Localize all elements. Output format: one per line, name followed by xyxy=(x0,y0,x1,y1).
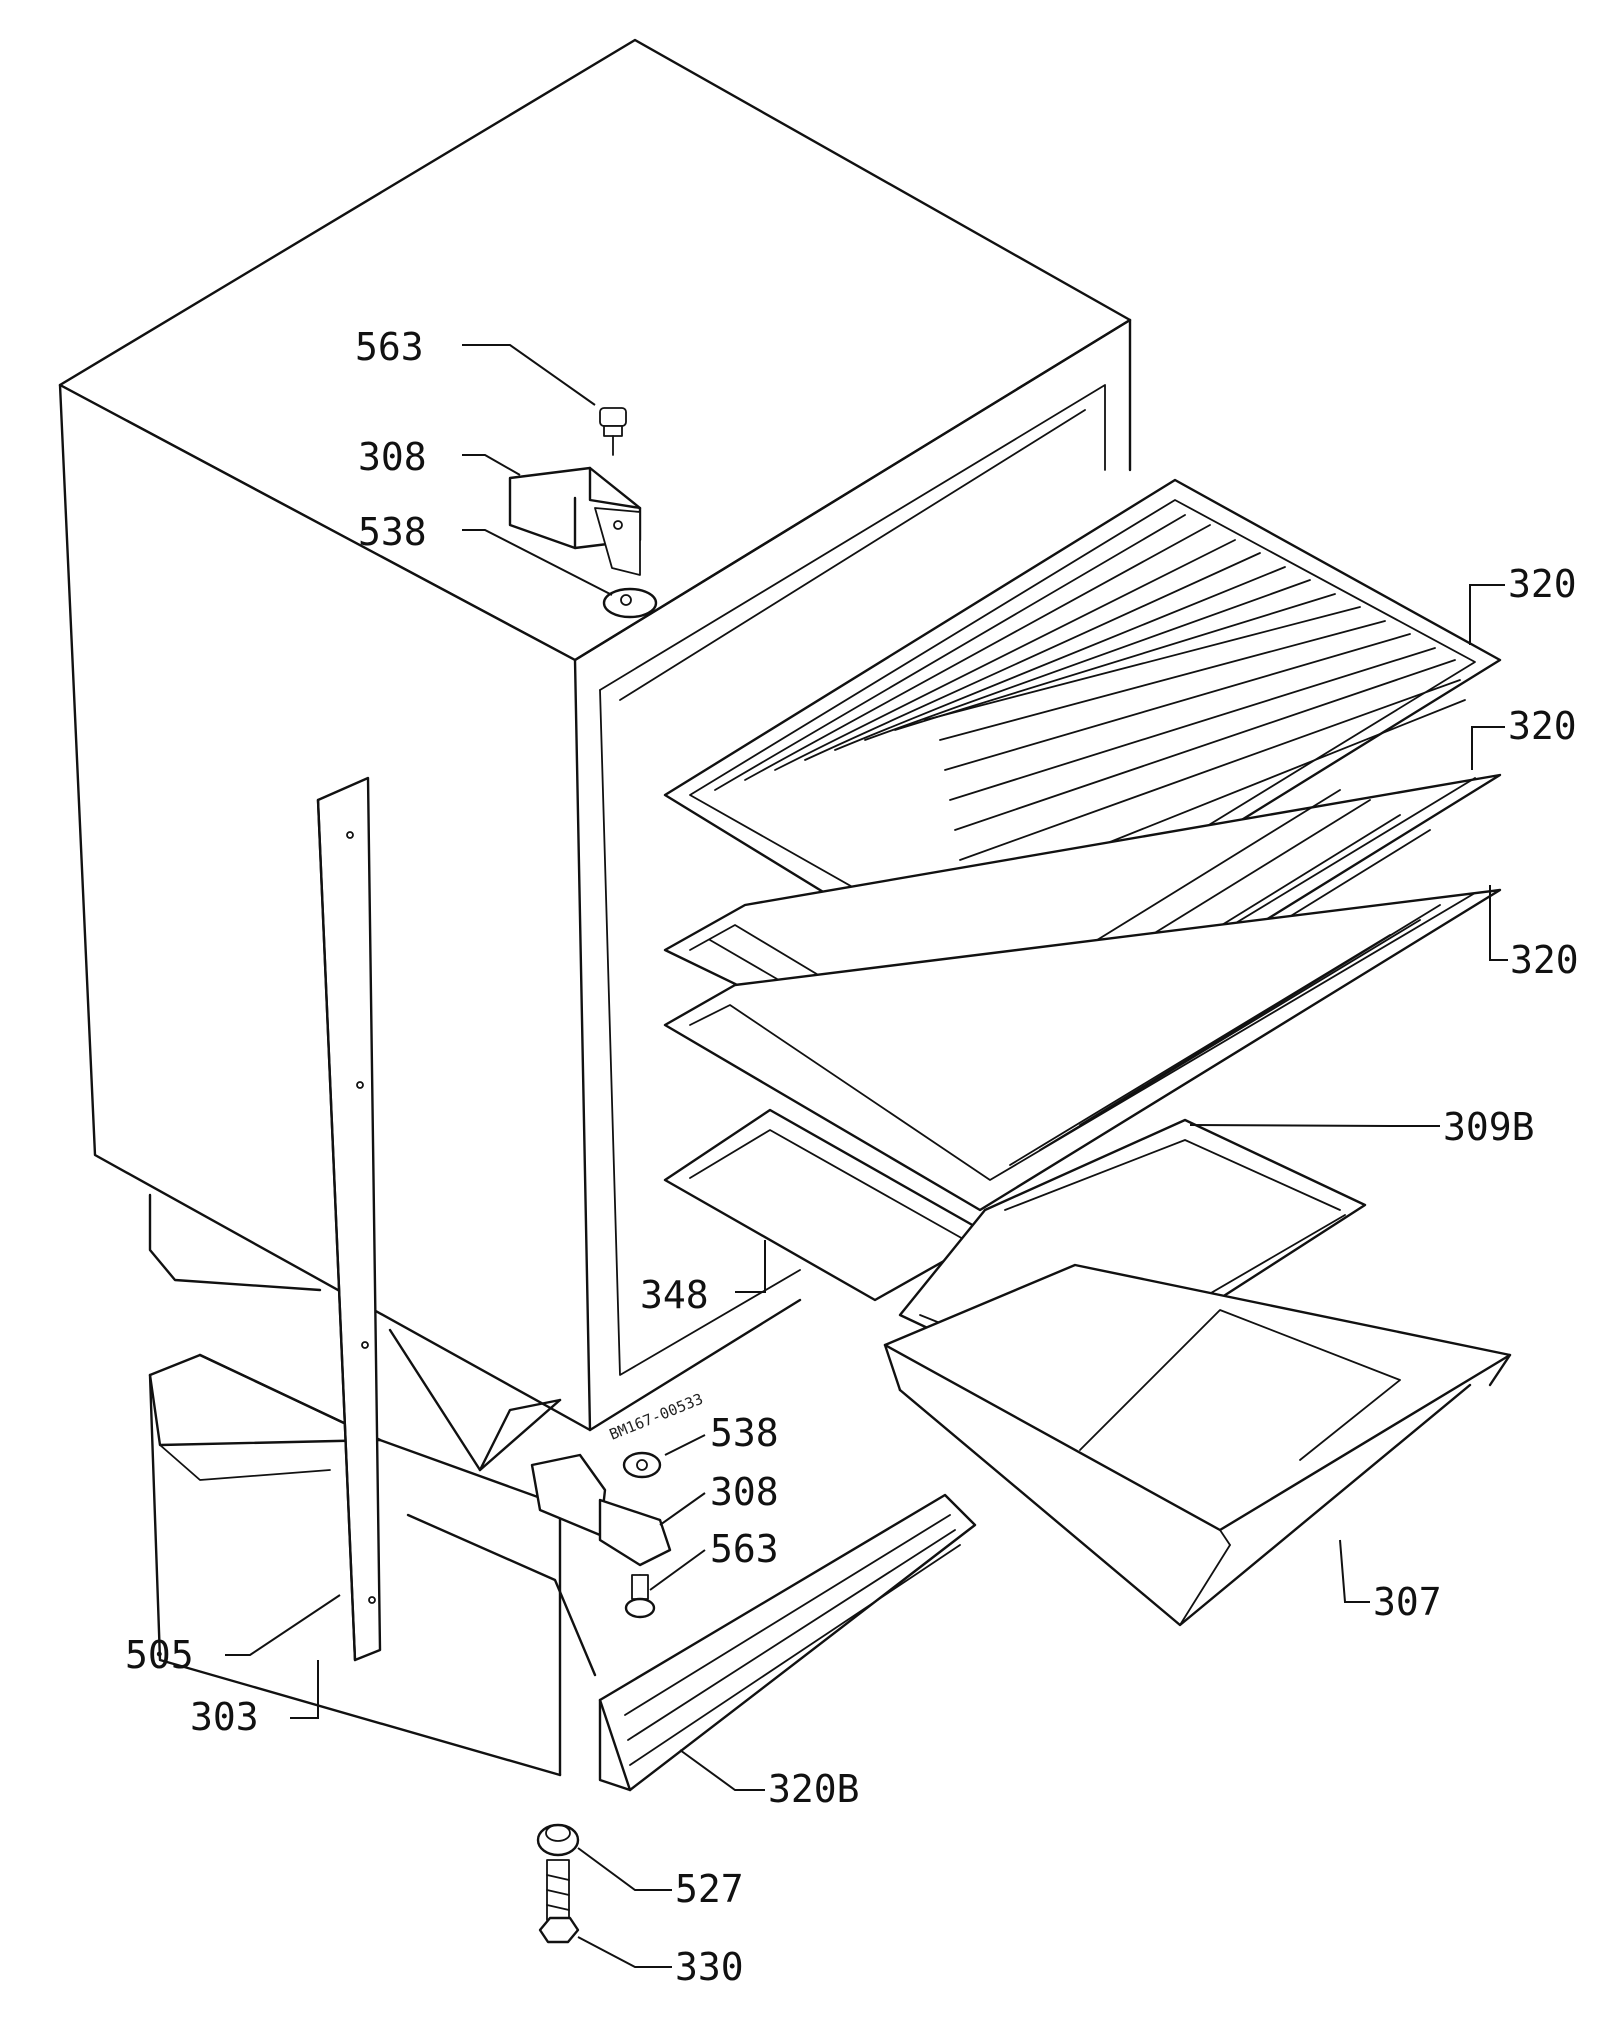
vertical-strip-505 xyxy=(316,776,382,1662)
leader-lines xyxy=(225,344,1508,1968)
kick-plate-320b xyxy=(598,1493,977,1792)
bottom-screw-563 xyxy=(624,1574,656,1619)
label-308-bottom: 308 xyxy=(710,1470,779,1514)
label-303: 303 xyxy=(190,1695,259,1739)
label-320b: 320B xyxy=(768,1767,860,1811)
label-505: 505 xyxy=(125,1633,194,1677)
label-320-a: 320 xyxy=(1508,562,1577,606)
label-348: 348 xyxy=(640,1273,709,1317)
bottom-hinge-308 xyxy=(530,1453,672,1567)
label-307: 307 xyxy=(1373,1580,1442,1624)
label-527: 527 xyxy=(675,1867,744,1911)
shelf-320-bottom xyxy=(663,888,1502,1212)
label-538-bottom: 538 xyxy=(710,1411,779,1455)
top-cam-538 xyxy=(602,587,658,619)
crisper-drawer-307 xyxy=(883,1263,1512,1627)
base-plinth-303 xyxy=(148,1353,597,1777)
part-labels: 563 308 538 320 320 320 309B 348 538 308… xyxy=(125,325,1579,1989)
washer-527 xyxy=(536,1823,580,1857)
label-563-bottom: 563 xyxy=(710,1527,779,1571)
label-308-top: 308 xyxy=(358,435,427,479)
label-538-top: 538 xyxy=(358,510,427,554)
label-320-c: 320 xyxy=(1510,938,1579,982)
label-563-top: 563 xyxy=(355,325,424,369)
bottom-cam-538 xyxy=(622,1451,662,1479)
label-309b: 309B xyxy=(1443,1105,1535,1149)
label-330: 330 xyxy=(675,1945,744,1989)
label-320-b: 320 xyxy=(1508,704,1577,748)
top-hinge-308 xyxy=(508,466,642,576)
document-stamp: BM167-00533 xyxy=(607,1390,706,1444)
top-hinge-563-screw xyxy=(599,407,627,456)
bolt-330 xyxy=(538,1859,580,1944)
